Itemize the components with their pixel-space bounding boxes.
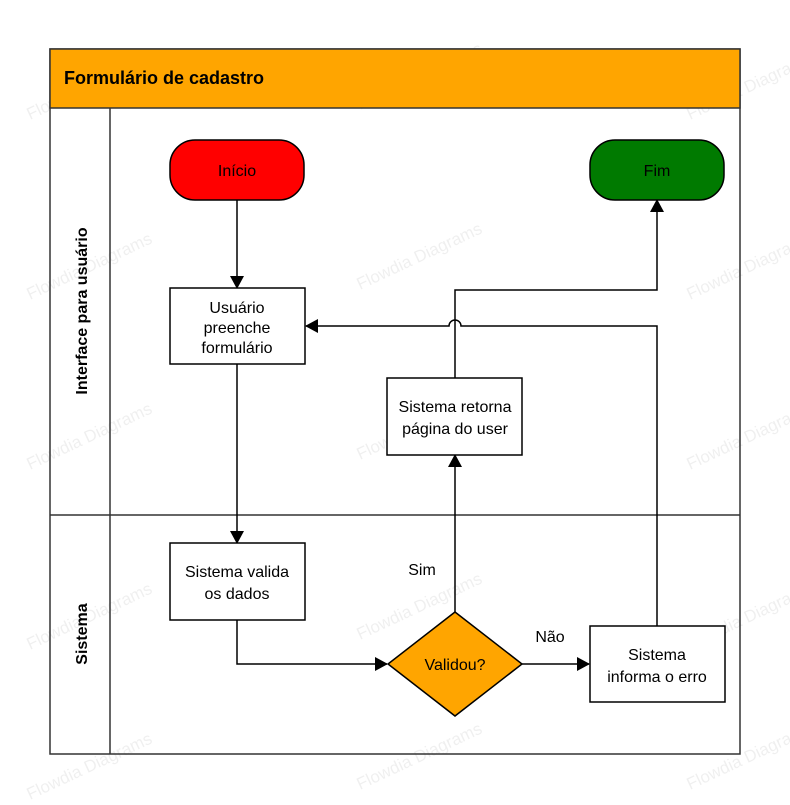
watermark-text: Flowdia Diagrams (24, 399, 155, 474)
pool: Formulário de cadastro Interface para us… (49, 48, 741, 755)
connectors (230, 199, 664, 671)
watermark-text: Flowdia Diagrams (684, 399, 790, 474)
end-terminal (589, 139, 725, 201)
decision-label: Validou? (424, 657, 485, 674)
process-label-line: informa o erro (607, 669, 707, 686)
node-sistema-retorna[interactable]: Sistema retorna página do user (386, 377, 523, 456)
watermark-text: Flowdia Diagrams (684, 229, 790, 304)
process-box (589, 625, 726, 703)
node-sistema-valida[interactable]: Sistema valida os dados (169, 542, 306, 621)
edge-erro-preenche (305, 319, 658, 626)
process-label-line: Sistema valida (185, 564, 289, 581)
edge-valida-decisao (236, 620, 388, 671)
process-label-line: os dados (205, 586, 270, 603)
node-fim[interactable]: Fim (589, 139, 725, 201)
watermark-text: Flowdia Diagrams (354, 219, 485, 294)
node-sistema-informa-erro[interactable]: Sistema informa o erro (589, 625, 726, 703)
watermark-text: Flowdia Diagrams (684, 719, 790, 794)
pool-title: Formulário de cadastro (64, 68, 264, 88)
process-box (169, 542, 306, 621)
node-preenche-formulario[interactable]: Usuário preenche formulário (169, 287, 306, 365)
process-box (169, 287, 306, 365)
start-terminal (169, 139, 305, 201)
pool-header (49, 48, 741, 109)
end-label: Fim (644, 163, 671, 180)
node-decisao-validou[interactable]: Validou? (386, 611, 524, 717)
process-label-line: Sistema retorna (399, 399, 512, 416)
process-label-line: Usuário (209, 300, 264, 317)
lane-label-interface: Interface para usuário (74, 227, 91, 394)
process-label-line: Sistema (628, 647, 686, 664)
process-box (386, 377, 523, 456)
edge-label-sim: Sim (408, 562, 436, 579)
edge-label-nao: Não (535, 629, 564, 646)
process-label-line: formulário (201, 340, 272, 357)
watermark-text: Flowdia Diagrams (24, 729, 155, 804)
node-inicio[interactable]: Início (169, 139, 305, 201)
decision-diamond (386, 611, 524, 717)
lane-label-sistema: Sistema (74, 603, 91, 664)
process-label-line: preenche (204, 320, 271, 337)
start-label: Início (218, 163, 256, 180)
process-label-line: página do user (402, 421, 509, 438)
edge-retorna-fim (454, 199, 664, 378)
watermark-text: Flowdia Diagrams (354, 719, 485, 794)
